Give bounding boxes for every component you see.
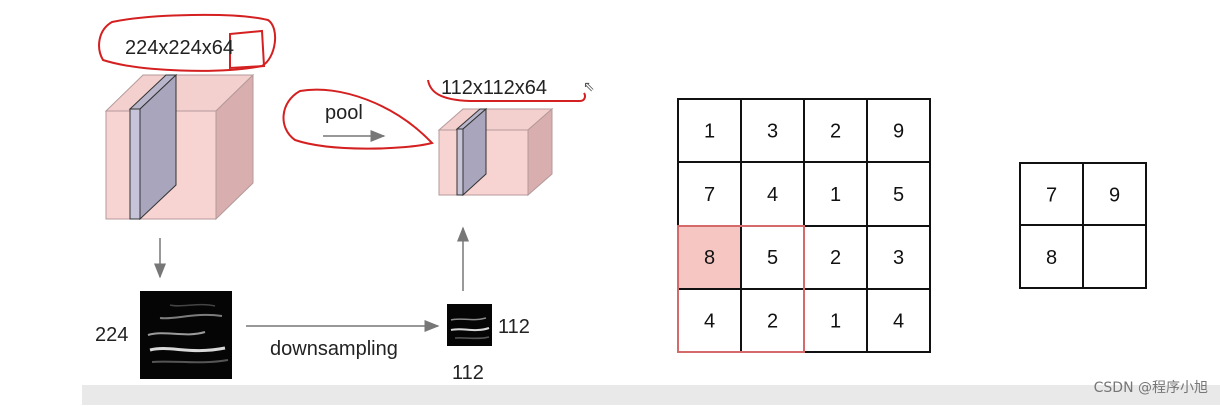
highlight-pool-window xyxy=(677,225,805,353)
bottom-scroll-bar xyxy=(82,385,1220,405)
output-cell-0-1: 9 xyxy=(1109,184,1120,206)
small-map-bottom-label: 112 xyxy=(452,362,484,384)
input-cell-0-2: 2 xyxy=(830,121,841,143)
input-cell-3-1: 2 xyxy=(767,310,778,332)
output-volume-cube xyxy=(437,107,554,197)
input-cell-1-0: 7 xyxy=(704,184,715,206)
red-annotations xyxy=(98,13,586,150)
input-cell-2-2: 2 xyxy=(830,247,841,269)
input-cell-3-2: 1 xyxy=(830,310,841,332)
input-cell-2-0: 8 xyxy=(704,247,715,269)
input-cell-2-3: 3 xyxy=(893,247,904,269)
input-cell-0-3: 9 xyxy=(893,121,904,143)
highlight-max-cell xyxy=(678,227,741,289)
pool-label: pool xyxy=(325,102,363,124)
input-volume-cube xyxy=(104,73,255,221)
input-cell-3-0: 4 xyxy=(704,310,715,332)
downsampling-label: downsampling xyxy=(270,338,398,360)
annotation-ring-pool xyxy=(282,88,434,150)
large-feature-map xyxy=(140,291,232,379)
output-grid: 7 9 8 xyxy=(1019,162,1147,289)
output-size-label: 112x112x64 xyxy=(441,77,548,99)
input-cell-1-2: 1 xyxy=(830,184,841,206)
annotation-underline-output xyxy=(427,79,586,102)
input-cell-1-1: 4 xyxy=(767,184,778,206)
annotation-box-64 xyxy=(229,29,266,70)
input-size-label: 224x224x64 xyxy=(125,37,234,59)
input-cell-1-3: 5 xyxy=(893,184,904,206)
mouse-cursor-icon: ⇖ xyxy=(583,78,595,94)
input-cell-2-1: 5 xyxy=(767,247,778,269)
input-cell-3-3: 4 xyxy=(893,310,904,332)
output-cell-1-0: 8 xyxy=(1046,247,1057,269)
small-feature-map xyxy=(447,304,492,346)
input-cell-0-0: 1 xyxy=(704,121,715,143)
small-map-side-label: 112 xyxy=(498,316,530,338)
input-grid: 1 3 2 9 7 4 1 5 8 5 2 3 4 2 1 4 xyxy=(677,98,931,353)
watermark: CSDN @程序小旭 xyxy=(1093,380,1208,396)
input-cell-0-1: 3 xyxy=(767,121,778,143)
output-cell-0-0: 7 xyxy=(1046,184,1057,206)
large-map-side-label: 224 xyxy=(95,324,129,346)
